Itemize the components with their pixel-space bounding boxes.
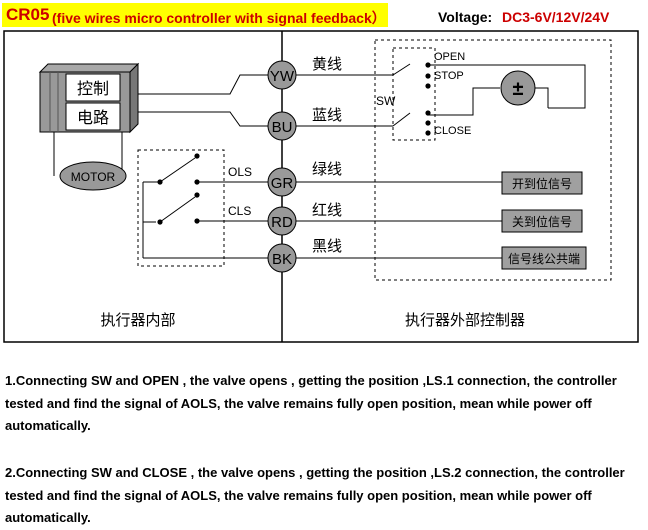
wire-name-red: 红线: [312, 202, 342, 219]
svg-text:BK: BK: [272, 251, 292, 268]
title-banner: [2, 3, 388, 27]
stop-label: STOP: [434, 70, 464, 82]
svg-text:RD: RD: [271, 214, 293, 231]
terminal-rd: RD: [267, 206, 297, 236]
signal-open-box: 开到位信号: [501, 171, 583, 195]
external-controller-label: 执行器外部控制器: [405, 312, 525, 329]
sw-switch-box: [392, 47, 436, 141]
wire-name-black: 黑线: [312, 238, 342, 255]
control-block-line1: 控制: [77, 80, 109, 98]
svg-text:GR: GR: [271, 175, 294, 192]
voltage-label: Voltage:: [438, 9, 493, 25]
note-open-operation: 1.Connecting SW and OPEN , the valve ope…: [5, 373, 617, 433]
motor-symbol: [59, 161, 127, 191]
terminal-bu: BU: [267, 111, 297, 141]
terminal-gr: GR: [267, 167, 297, 197]
note-close-operation: 2.Connecting SW and CLOSE , the valve op…: [5, 465, 625, 525]
voltage-value: DC3-6V/12V/24V: [502, 9, 610, 25]
model-description: (five wires micro controller with signal…: [52, 10, 386, 26]
model-title: CR05: [6, 5, 50, 24]
control-block-line2: 电路: [77, 109, 109, 127]
sw-label: SW: [376, 94, 396, 108]
svg-text:BU: BU: [272, 119, 293, 136]
wire-name-yellow: 黄线: [312, 56, 342, 73]
terminal-bk: BK: [267, 243, 297, 273]
terminal-yw: YW: [267, 60, 297, 90]
ols-label: OLS: [228, 165, 252, 179]
svg-text:信号线公共端: 信号线公共端: [508, 252, 580, 266]
wire-name-blue: 蓝线: [312, 107, 342, 124]
external-controller-box: [374, 39, 612, 281]
cls-label: CLS: [228, 204, 251, 218]
limit-switch-box: [137, 149, 225, 267]
svg-text:YW: YW: [270, 68, 295, 85]
control-circuit-block: 控制 电路: [38, 62, 140, 134]
svg-text:关到位信号: 关到位信号: [512, 214, 572, 229]
power-source-sign: ±: [513, 78, 524, 100]
svg-text:开到位信号: 开到位信号: [512, 176, 572, 191]
signal-close-box: 关到位信号: [501, 209, 583, 233]
diagram-frame: [3, 30, 639, 343]
open-label: OPEN: [434, 51, 465, 63]
signal-common-box: 信号线公共端: [501, 246, 587, 270]
motor-label: MOTOR: [71, 170, 116, 184]
close-label: CLOSE: [434, 125, 471, 137]
sw-switches: [392, 62, 431, 136]
wire-name-green: 绿线: [312, 161, 342, 178]
limit-switches: [142, 153, 282, 259]
actuator-internal-label: 执行器内部: [100, 312, 175, 329]
